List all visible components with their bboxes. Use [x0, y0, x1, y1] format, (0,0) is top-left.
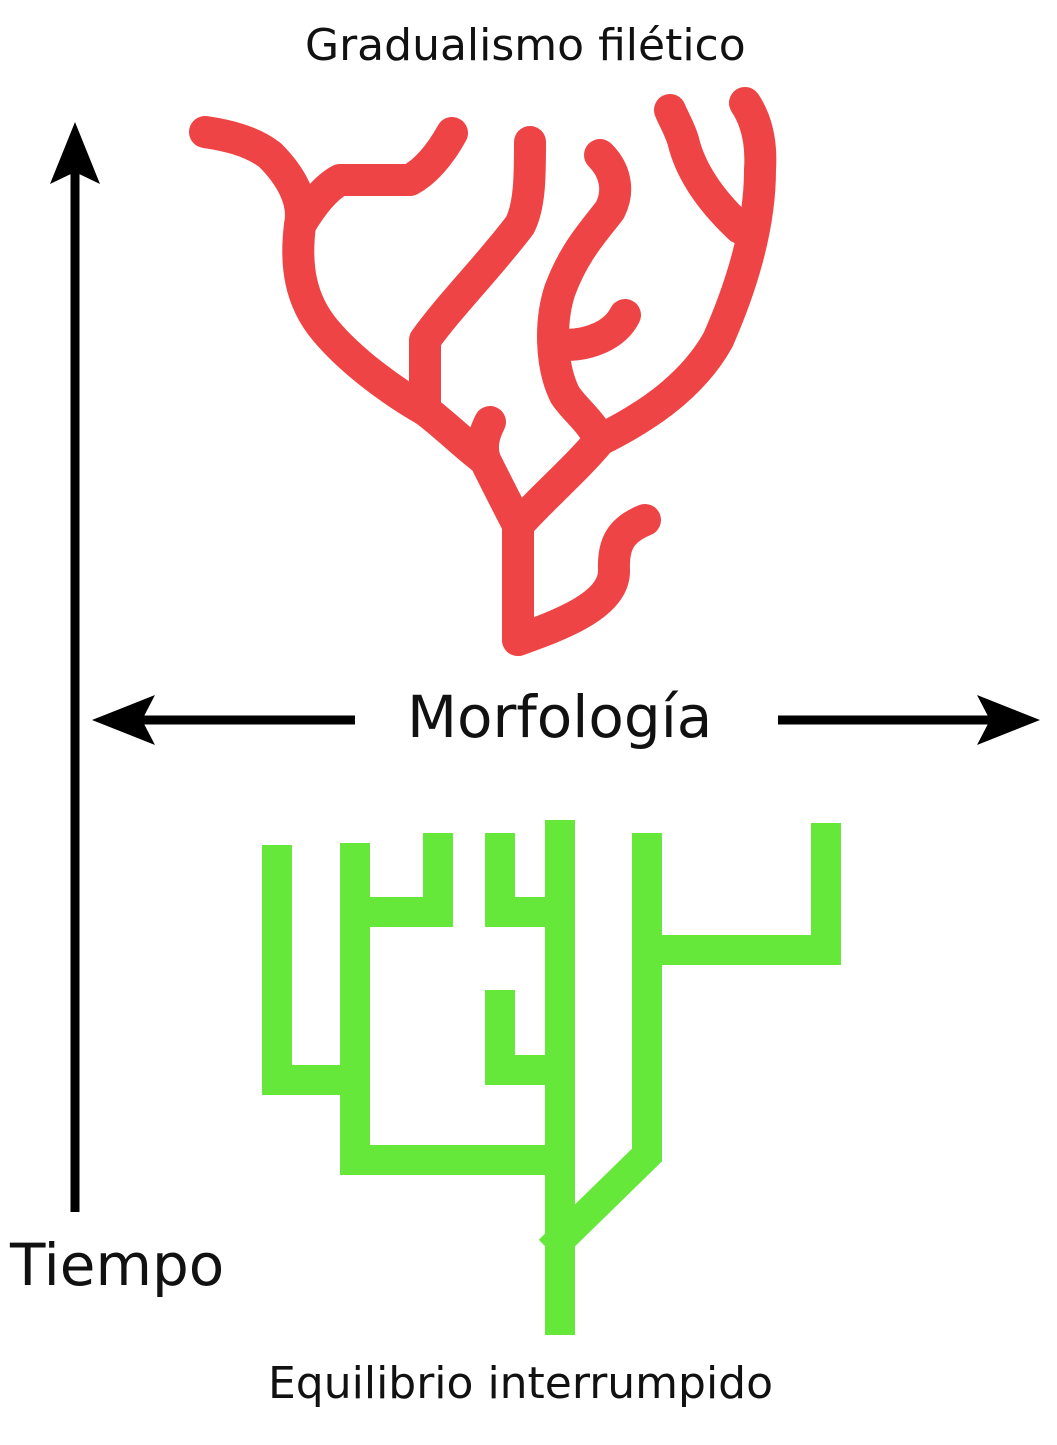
punctuated-middle-lower — [485, 990, 575, 1085]
morphology-axis — [92, 695, 1040, 745]
gradualism-right-upper-fork — [654, 94, 756, 244]
gradualism-left-twig — [284, 117, 468, 241]
time-axis-arrowhead — [50, 122, 100, 184]
gradualism-right-stem — [502, 87, 777, 541]
punctuated-far-left — [262, 845, 370, 1095]
morphology-axis-left-arrowhead — [92, 695, 155, 745]
gradualism-tree — [189, 87, 777, 656]
gradualism-right-twig — [549, 299, 641, 361]
punctuated-middle-top — [485, 833, 575, 927]
punctuated-tree — [262, 820, 841, 1335]
gradualism-branch-lower-right — [502, 504, 661, 656]
punctuated-right-branch — [632, 823, 841, 965]
morphology-axis-label: Morfología — [407, 683, 713, 751]
gradualism-right-inner — [537, 139, 632, 456]
punctuated-left-top — [340, 833, 453, 927]
gradualism-title: Gradualismo filético — [305, 20, 746, 71]
time-axis — [50, 122, 100, 1212]
punctuated-left-join — [340, 843, 575, 1175]
gradualism-middle-stem — [409, 126, 546, 426]
morphology-axis-right-arrowhead — [977, 695, 1040, 745]
punctuated-title: Equilibrio interrumpido — [268, 1358, 774, 1409]
gradualism-trunk — [469, 444, 534, 656]
time-axis-label: Tiempo — [10, 1231, 225, 1299]
